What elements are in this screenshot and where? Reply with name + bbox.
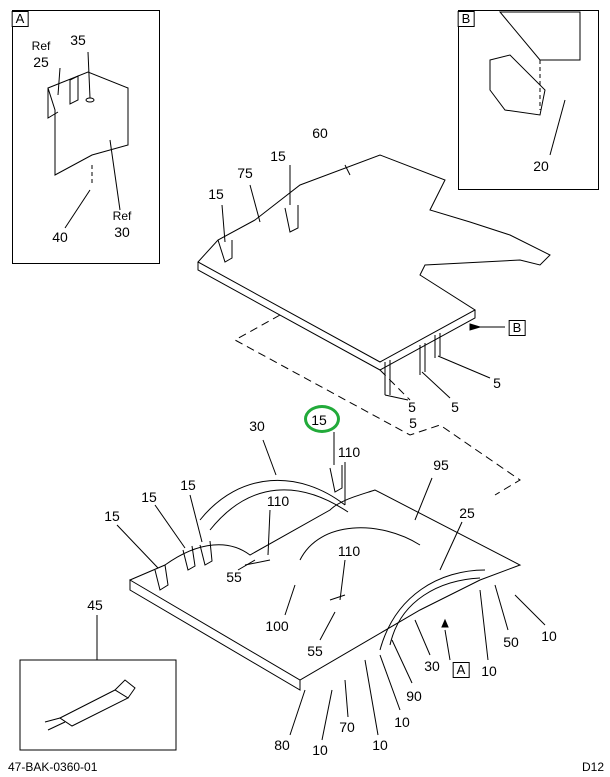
view-b-callout: B	[508, 320, 526, 336]
callout-90: 90	[406, 688, 422, 704]
callout-25: 25	[459, 505, 475, 521]
callout-20: 20	[533, 158, 549, 174]
callout-15: 15	[104, 508, 120, 524]
view-a-callout: A	[452, 662, 470, 678]
lower-frame	[116, 432, 546, 741]
callout-15: 15	[208, 186, 224, 202]
callout-60: 60	[312, 125, 328, 141]
callout-5: 5	[409, 415, 417, 431]
callout-55: 55	[226, 569, 242, 585]
inset-a-tag: A	[11, 11, 29, 27]
callout-40: 40	[52, 229, 68, 245]
callout-10: 10	[394, 714, 410, 730]
callout-15: 15	[270, 148, 286, 164]
callout-10: 10	[312, 742, 328, 758]
upper-panel	[197, 154, 551, 496]
callout-30: 30	[424, 658, 440, 674]
callout-70: 70	[339, 719, 355, 735]
inset-b-part	[489, 11, 581, 156]
callout-110: 110	[337, 444, 361, 460]
callout-35: 35	[70, 32, 86, 48]
callout-15: 15	[141, 489, 157, 505]
inset-a-frame	[12, 10, 160, 264]
callout-100: 100	[265, 618, 289, 634]
callout-10: 10	[481, 663, 497, 679]
inset-b-frame	[458, 10, 599, 190]
callout-5: 5	[408, 399, 416, 415]
inset-b-tag: B	[457, 11, 475, 27]
drawing-id: 47-BAK-0360-01	[8, 760, 98, 774]
callout-10: 10	[541, 628, 557, 644]
callout-15: 15	[180, 477, 196, 493]
callout-5: 5	[451, 399, 459, 415]
callout-75: 75	[237, 165, 253, 181]
callout-10: 10	[372, 737, 388, 753]
highlight-ring	[304, 405, 340, 433]
callout-55: 55	[307, 643, 323, 659]
callout-30: 30	[114, 224, 130, 240]
callout-95: 95	[433, 457, 449, 473]
callout-45: 45	[87, 597, 103, 613]
page-code: D12	[582, 760, 605, 774]
callout-25: 25	[33, 54, 49, 70]
callout-110: 110	[337, 543, 361, 559]
callout-110: 110	[266, 493, 290, 509]
callout-30: 30	[249, 418, 265, 434]
item-45-part	[19, 615, 177, 751]
callout-80: 80	[274, 737, 290, 753]
callout-ref: Ref	[112, 209, 132, 223]
callout-15-highlighted[interactable]: 15	[311, 412, 327, 428]
callout-5: 5	[493, 375, 501, 391]
callout-ref: Ref	[31, 39, 51, 53]
inset-a-part	[47, 51, 129, 229]
callout-50: 50	[503, 634, 519, 650]
